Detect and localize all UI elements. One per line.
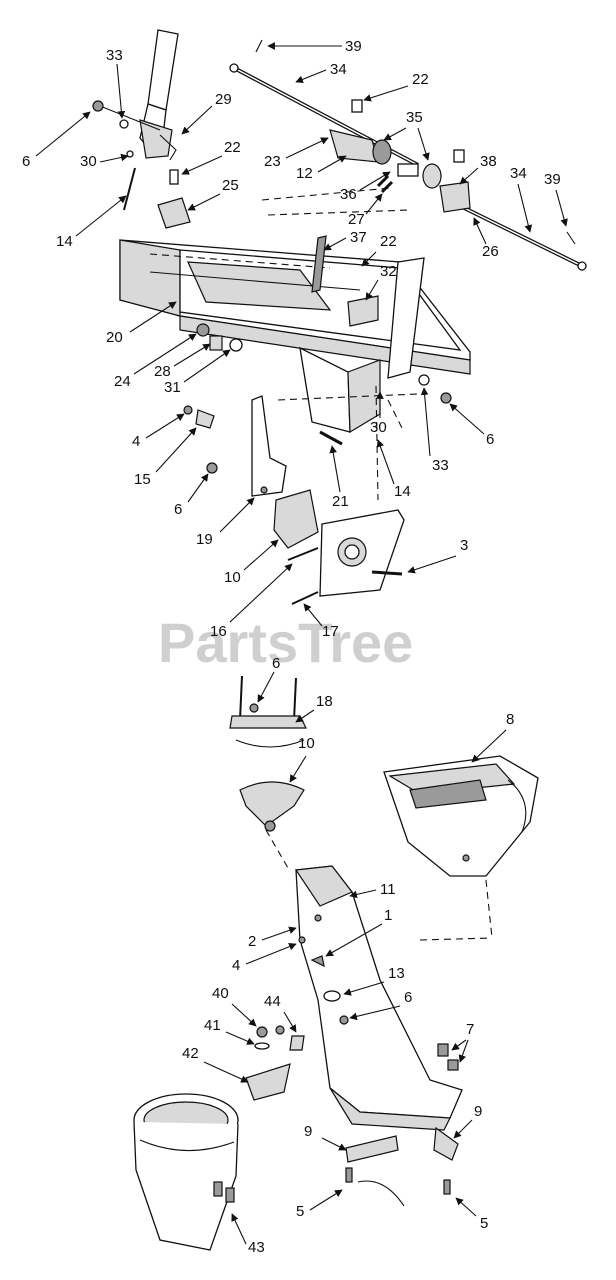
callout-39: 39 <box>544 171 561 188</box>
callout-10: 10 <box>298 735 315 752</box>
callout-5: 5 <box>480 1215 488 1232</box>
bracket-10-upper <box>273 489 319 549</box>
callouts: 39 33 34 22 29 35 6 30 22 23 12 38 34 39… <box>22 38 568 1256</box>
callout-33: 33 <box>106 47 123 64</box>
discharge-chute <box>294 865 463 1131</box>
callout-30: 30 <box>370 419 387 436</box>
lower-bracket <box>245 1063 291 1101</box>
cotter-pin-right <box>566 231 576 245</box>
callout-9: 9 <box>474 1103 482 1120</box>
callout-19: 19 <box>196 531 213 548</box>
callout-17: 17 <box>322 623 339 640</box>
callout-22: 22 <box>224 139 241 156</box>
chute-frame <box>119 239 471 434</box>
callout-20: 20 <box>106 329 123 346</box>
callout-25: 25 <box>222 177 239 194</box>
callout-21: 21 <box>332 493 349 510</box>
callout-40: 40 <box>212 985 229 1002</box>
callout-36: 36 <box>340 186 357 203</box>
callout-2: 2 <box>248 933 256 950</box>
bracket-32 <box>347 295 379 327</box>
control-rod-right <box>447 198 587 271</box>
callout-33: 33 <box>432 457 449 474</box>
callout-32: 32 <box>380 263 397 280</box>
callout-27: 27 <box>348 211 365 228</box>
callout-4: 4 <box>132 433 140 450</box>
clip-left <box>345 1135 399 1163</box>
callout-29: 29 <box>215 91 232 108</box>
watermark-logo: PartsTree <box>158 611 413 674</box>
callout-14: 14 <box>394 483 411 500</box>
callout-6: 6 <box>404 989 412 1006</box>
callout-6: 6 <box>272 655 280 672</box>
callout-14: 14 <box>56 233 73 250</box>
callout-30: 30 <box>80 153 97 170</box>
callout-6: 6 <box>174 501 182 518</box>
cotter-pin-top <box>255 39 263 53</box>
callout-35: 35 <box>406 109 423 126</box>
crank-tube <box>119 29 179 161</box>
bracket-25 <box>157 197 191 229</box>
callout-44: 44 <box>264 993 281 1010</box>
callout-6: 6 <box>486 431 494 448</box>
callout-31: 31 <box>164 379 181 396</box>
callout-3: 3 <box>460 537 468 554</box>
nut <box>92 100 104 112</box>
callout-1: 1 <box>384 907 392 924</box>
deflector-cover <box>383 755 539 877</box>
callout-7: 7 <box>466 1021 474 1038</box>
callout-34: 34 <box>510 165 527 182</box>
callout-26: 26 <box>482 243 499 260</box>
callout-6: 6 <box>22 153 30 170</box>
deflector-bracket <box>229 675 307 748</box>
callout-5: 5 <box>296 1203 304 1220</box>
callout-24: 24 <box>114 373 131 390</box>
callout-13: 13 <box>388 965 405 982</box>
callout-10: 10 <box>224 569 241 586</box>
callout-15: 15 <box>134 471 151 488</box>
clip-right <box>433 1126 459 1161</box>
chute-plate <box>206 395 287 497</box>
callout-11: 11 <box>380 881 396 898</box>
callout-39: 39 <box>345 38 362 55</box>
callout-23: 23 <box>264 153 281 170</box>
callout-28: 28 <box>154 363 171 380</box>
callout-4: 4 <box>232 957 240 974</box>
callout-22: 22 <box>412 71 429 88</box>
callout-16: 16 <box>210 623 227 640</box>
upright-rod-37 <box>311 235 327 293</box>
vertical-tube-right <box>387 257 425 379</box>
callout-22: 22 <box>380 233 397 250</box>
callout-8: 8 <box>506 711 514 728</box>
callout-18: 18 <box>316 693 333 710</box>
callout-43: 43 <box>248 1239 265 1256</box>
deflector-cap <box>239 781 305 827</box>
callout-9: 9 <box>304 1123 312 1140</box>
callout-42: 42 <box>182 1045 199 1062</box>
callout-38: 38 <box>480 153 497 170</box>
chute-base-ring <box>133 1093 239 1251</box>
callout-37: 37 <box>350 229 367 246</box>
callout-12: 12 <box>296 165 313 182</box>
callout-41: 41 <box>204 1017 221 1034</box>
callout-34: 34 <box>330 61 347 78</box>
pivot-bracket-cluster <box>329 99 471 213</box>
pivot-plate <box>319 509 405 597</box>
